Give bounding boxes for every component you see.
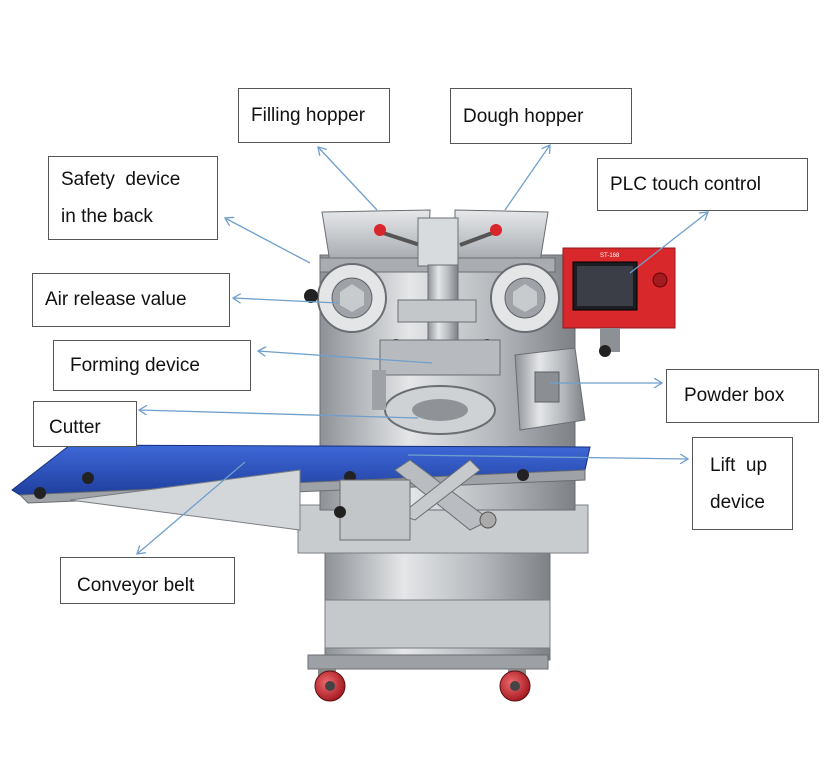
callout-forming-device: Forming device xyxy=(53,340,251,391)
lift-up-linkage xyxy=(334,459,497,541)
arrow-filling-hopper xyxy=(318,147,378,211)
pointer-arrows xyxy=(137,145,708,554)
callout-dough-hopper-text: Dough hopper xyxy=(463,106,584,127)
callout-air-release-value-text: Air release value xyxy=(45,289,187,310)
callout-plc-touch-control-text: PLC touch control xyxy=(610,174,762,195)
base-plate xyxy=(307,654,549,670)
callout-plc-touch-control: PLC touch control xyxy=(597,158,808,211)
callout-conveyor-belt: Conveyor belt xyxy=(60,557,235,604)
callout-air-release-value: Air release value xyxy=(32,273,230,327)
callout-cutter: Cutter xyxy=(33,401,137,447)
filling-hopper-shape xyxy=(321,209,431,263)
callout-lift-up-line1: Lift up xyxy=(710,455,768,476)
powder-box-shape xyxy=(514,347,586,431)
callout-conveyor-belt-text: Conveyor belt xyxy=(77,575,195,596)
arrow-conveyor-belt xyxy=(137,461,246,554)
machine-illustration: ST-168 xyxy=(11,209,676,702)
callout-forming-device-text: Forming device xyxy=(70,355,200,376)
panel-label: ST-168 xyxy=(600,253,620,259)
left-round-port xyxy=(317,263,387,333)
lower-shelf xyxy=(324,599,551,649)
caster-wheel-left xyxy=(314,668,346,702)
callout-powder-box-text: Powder box xyxy=(684,385,785,406)
arrow-forming-device xyxy=(258,351,433,364)
arrow-lift-up xyxy=(407,455,688,459)
callout-powder-box: Powder box xyxy=(666,369,819,423)
callout-safety-device-line1: Safety device xyxy=(61,169,181,190)
callout-safety-device-line2: in the back xyxy=(61,206,153,227)
dough-hopper-shape xyxy=(454,209,549,263)
right-round-port xyxy=(490,263,560,333)
arrow-safety-device xyxy=(225,218,311,264)
arrow-plc-touch-control xyxy=(629,212,708,274)
callout-safety-device: Safety device in the back xyxy=(48,156,218,240)
caster-wheel-right xyxy=(499,668,531,702)
plc-touch-panel: ST-168 xyxy=(562,247,676,352)
callout-cutter-text: Cutter xyxy=(49,417,101,438)
arrow-dough-hopper xyxy=(504,145,550,211)
callout-filling-hopper-text: Filling hopper xyxy=(251,105,366,126)
callout-lift-up-line2: device xyxy=(710,492,765,513)
callout-lift-up-device: Lift up device xyxy=(692,437,793,530)
arrow-cutter xyxy=(139,410,419,419)
central-column xyxy=(417,217,459,267)
arrow-air-release xyxy=(233,298,339,304)
callout-filling-hopper: Filling hopper xyxy=(238,88,390,143)
callout-dough-hopper: Dough hopper xyxy=(450,88,632,144)
